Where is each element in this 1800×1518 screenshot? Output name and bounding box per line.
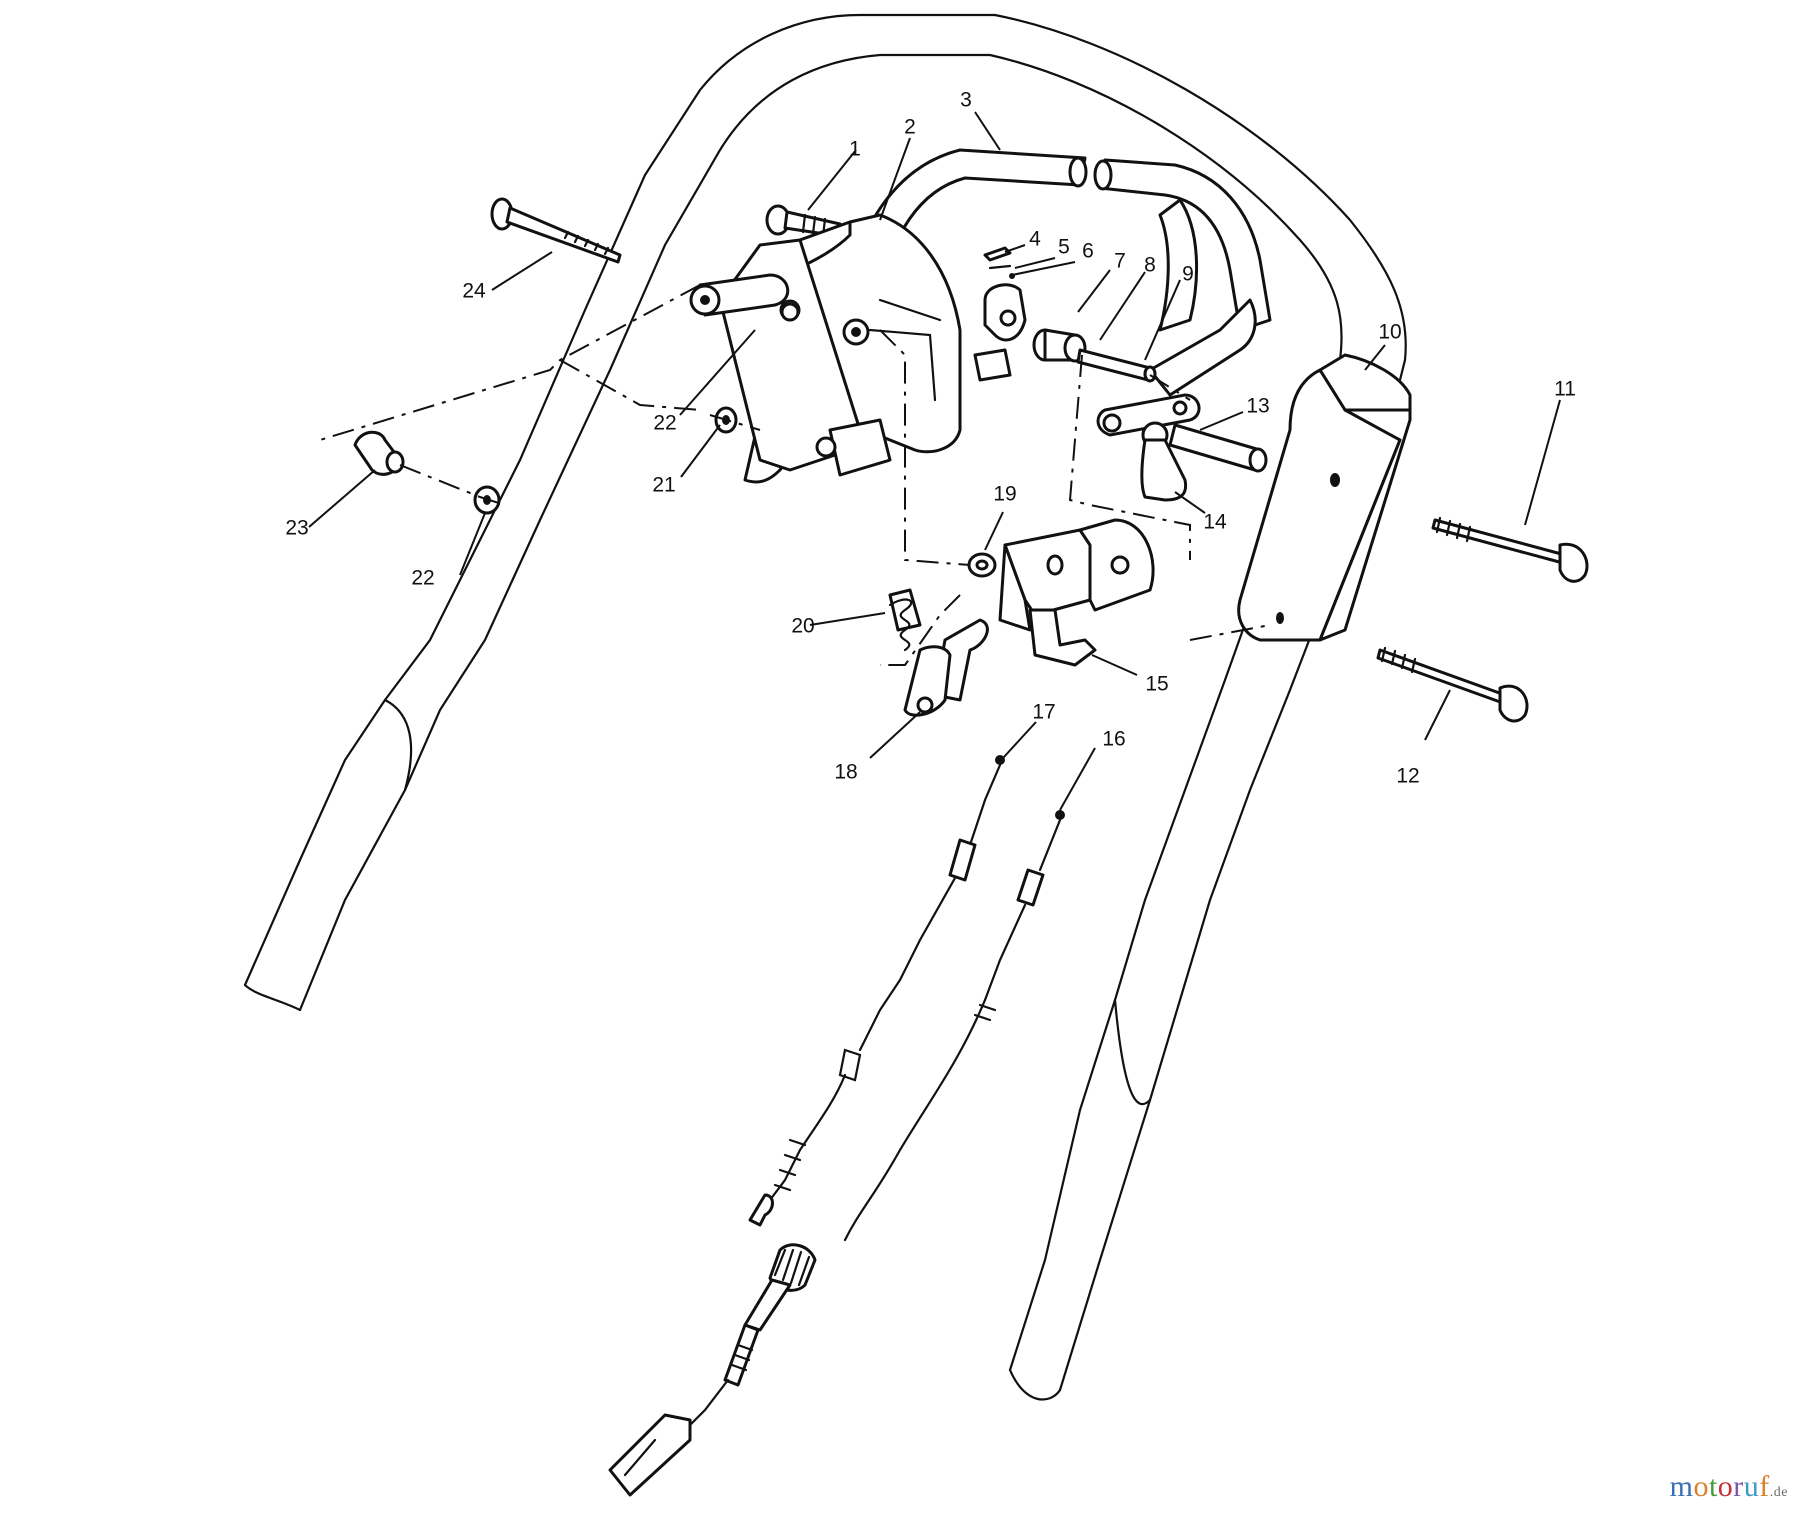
callout-22-upper: 22: [653, 412, 676, 435]
watermark-letter: u: [1743, 1470, 1760, 1503]
clip-4: [983, 246, 1012, 262]
bolt-11: [1431, 516, 1589, 583]
bolt-12: [1376, 646, 1529, 723]
callout-10: 10: [1378, 321, 1401, 344]
spring-20: [888, 588, 922, 652]
callout-12: 12: [1396, 765, 1419, 788]
callout-15: 15: [1145, 673, 1168, 696]
control-bail: [843, 148, 1272, 397]
pawl-14: [1140, 421, 1188, 502]
callout-19: 19: [993, 483, 1016, 506]
cable-16: [843, 810, 1065, 1242]
callout-22-lower: 22: [411, 567, 434, 590]
left-housing-2: [718, 213, 962, 484]
cam-7: [973, 283, 1027, 382]
callout-16: 16: [1102, 728, 1125, 751]
callout-21: 21: [652, 474, 675, 497]
callout-24: 24: [462, 280, 486, 303]
right-arm: [1096, 393, 1201, 437]
watermark-logo: motoruf.de: [1670, 1470, 1788, 1504]
callout-20: 20: [791, 615, 814, 638]
cable-adjuster: [608, 1243, 817, 1497]
watermark-letter: t: [1708, 1470, 1718, 1503]
washer-19: [967, 552, 997, 578]
callout-11: 11: [1554, 378, 1576, 401]
callout-18: 18: [834, 761, 857, 784]
watermark-letter: f: [1759, 1470, 1770, 1503]
assembly-lines: [319, 284, 1271, 666]
callout-3: 3: [960, 89, 972, 112]
watermark-text: motoruf: [1670, 1470, 1770, 1503]
callout-labels: 1 2 3 4 5 6 7 8 9 10 11 12 13 14 15 16 1…: [285, 89, 1576, 788]
watermark-suffix: .de: [1769, 1485, 1788, 1500]
callout-6: 6: [1082, 240, 1094, 263]
leader-lines: [308, 111, 1561, 811]
bracket-15: [998, 518, 1155, 667]
callout-13: 13: [1246, 395, 1269, 418]
callout-23: 23: [285, 517, 308, 540]
bolt-24: [490, 197, 622, 264]
callout-14: 14: [1203, 511, 1227, 534]
bushing-23: [353, 430, 405, 476]
washer-5: [988, 264, 1012, 270]
cable-17: [748, 755, 1005, 1227]
shaft-9: [1076, 348, 1157, 383]
nut-22-upper: [780, 302, 800, 322]
callout-7: 7: [1114, 250, 1126, 273]
spacer-8: [1032, 328, 1087, 363]
callout-2: 2: [904, 116, 916, 139]
callout-9: 9: [1182, 263, 1194, 286]
callout-17: 17: [1032, 701, 1055, 724]
right-cover-10: [1237, 353, 1412, 642]
callout-5: 5: [1058, 236, 1070, 259]
callout-8: 8: [1144, 254, 1156, 277]
watermark-letter: r: [1733, 1470, 1744, 1503]
callout-1: 1: [849, 138, 861, 161]
pin-13: [1168, 423, 1268, 473]
callout-4: 4: [1029, 228, 1041, 251]
watermark-letter: o: [1717, 1470, 1734, 1503]
watermark-letter: m: [1669, 1470, 1694, 1503]
watermark-letter: o: [1693, 1470, 1709, 1503]
trigger-18: [903, 618, 989, 717]
